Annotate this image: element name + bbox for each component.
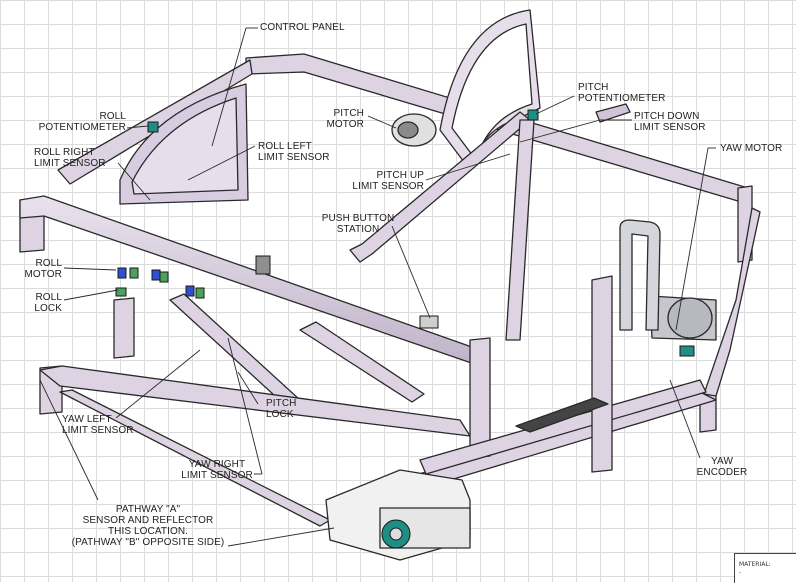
label-roll-potentiometer: ROLL POTENTIOMETER (38, 111, 126, 133)
label-yaw-encoder: YAW ENCODER (696, 456, 748, 478)
label-pitch-down-limit-sensor: PITCH DOWN LIMIT SENSOR (634, 111, 706, 133)
label-pitch-potentiometer: PITCH POTENTIOMETER (578, 82, 666, 104)
label-roll-motor: ROLL MOTOR (24, 258, 62, 280)
label-roll-right-limit-sensor: ROLL RIGHT LIMIT SENSOR (34, 147, 106, 169)
label-yaw-left-limit-sensor: YAW LEFT LIMIT SENSOR (62, 414, 134, 436)
label-roll-left-limit-sensor: ROLL LEFT LIMIT SENSOR (258, 141, 330, 163)
label-pitch-up-limit-sensor: PITCH UP LIMIT SENSOR (352, 170, 424, 192)
label-pathway-note: PATHWAY "A" SENSOR AND REFLECTOR THIS LO… (71, 504, 225, 548)
label-push-button-station: PUSH BUTTON STATION (321, 213, 395, 235)
label-yaw-motor: YAW MOTOR (720, 143, 783, 154)
label-roll-lock: ROLL LOCK (34, 292, 62, 314)
title-block: MATERIAL: - (734, 553, 796, 583)
label-pitch-lock: PITCH LOCK (266, 398, 297, 420)
frame-structure (19, 9, 761, 561)
material-value: - (739, 570, 741, 576)
label-control-panel: CONTROL PANEL (260, 22, 345, 33)
sensor-markers (115, 109, 695, 549)
label-pitch-motor: PITCH MOTOR (326, 108, 364, 130)
leader-lines (39, 27, 716, 547)
material-label: MATERIAL: (739, 561, 771, 568)
label-yaw-right-limit-sensor: YAW RIGHT LIMIT SENSOR (181, 459, 253, 481)
